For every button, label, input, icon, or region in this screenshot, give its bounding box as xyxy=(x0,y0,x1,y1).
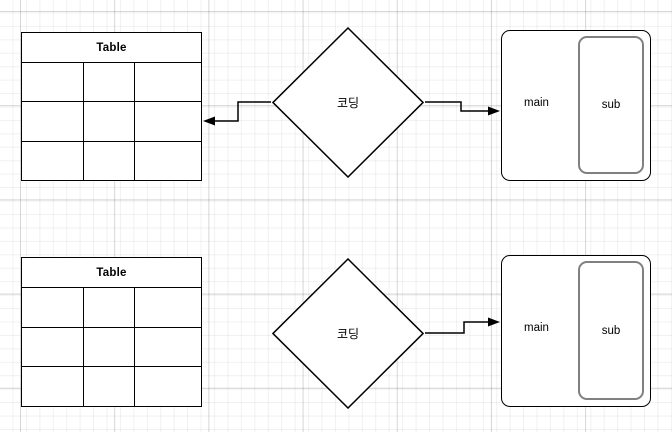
table-row xyxy=(22,367,201,407)
process-sub-label-bottom: sub xyxy=(601,324,621,337)
diamond-shape-icon xyxy=(272,27,424,178)
table-row xyxy=(22,102,201,142)
table-cell xyxy=(84,63,135,102)
table-row xyxy=(22,288,201,328)
table-cell xyxy=(22,367,84,407)
process-sub-box-top[interactable]: sub xyxy=(578,36,644,174)
table-header-top: Table xyxy=(22,33,201,63)
table-row xyxy=(22,63,201,103)
diamond-label-top: 코딩 xyxy=(336,96,360,110)
table-cell xyxy=(84,288,135,327)
table-header-label: Table xyxy=(96,41,127,54)
table-cell xyxy=(22,141,84,180)
table-cell xyxy=(135,102,201,140)
table-cell xyxy=(135,328,201,367)
diamond-shape-icon xyxy=(272,258,424,409)
process-box-top[interactable]: main sub xyxy=(501,30,651,181)
process-main-label-bottom: main xyxy=(524,322,549,334)
table-entity-bottom[interactable]: Table xyxy=(21,257,202,407)
arrow-diamond-to-table-top xyxy=(203,101,271,126)
table-cell xyxy=(84,102,135,141)
table-cell xyxy=(84,367,135,407)
table-cell xyxy=(22,288,84,327)
decision-diamond-bottom[interactable]: 코딩 xyxy=(272,258,424,409)
table-cell xyxy=(135,142,201,180)
diamond-label-bottom: 코딩 xyxy=(336,327,360,341)
table-cell xyxy=(84,141,135,180)
arrow-diamond-to-process-top xyxy=(425,101,500,116)
table-cell xyxy=(22,102,84,141)
table-header-bottom: Table xyxy=(22,258,201,288)
table-cell xyxy=(22,327,84,367)
arrow-diamond-to-process-bottom xyxy=(425,317,500,334)
table-header-label: Table xyxy=(96,266,127,279)
table-cell xyxy=(22,63,84,102)
table-row xyxy=(22,141,201,180)
table-cell xyxy=(135,288,201,327)
table-cell xyxy=(84,327,135,367)
process-sub-label-top: sub xyxy=(601,99,621,111)
process-box-bottom[interactable]: main sub xyxy=(501,255,651,407)
process-main-label-top: main xyxy=(524,97,549,109)
table-body-bottom xyxy=(22,288,201,407)
decision-diamond-top[interactable]: 코딩 xyxy=(272,27,424,178)
table-cell xyxy=(135,63,201,101)
process-sub-box-bottom[interactable]: sub xyxy=(578,261,644,400)
table-body-top xyxy=(22,63,201,180)
table-entity-top[interactable]: Table xyxy=(21,32,202,181)
table-row xyxy=(22,327,201,368)
table-cell xyxy=(135,367,201,406)
